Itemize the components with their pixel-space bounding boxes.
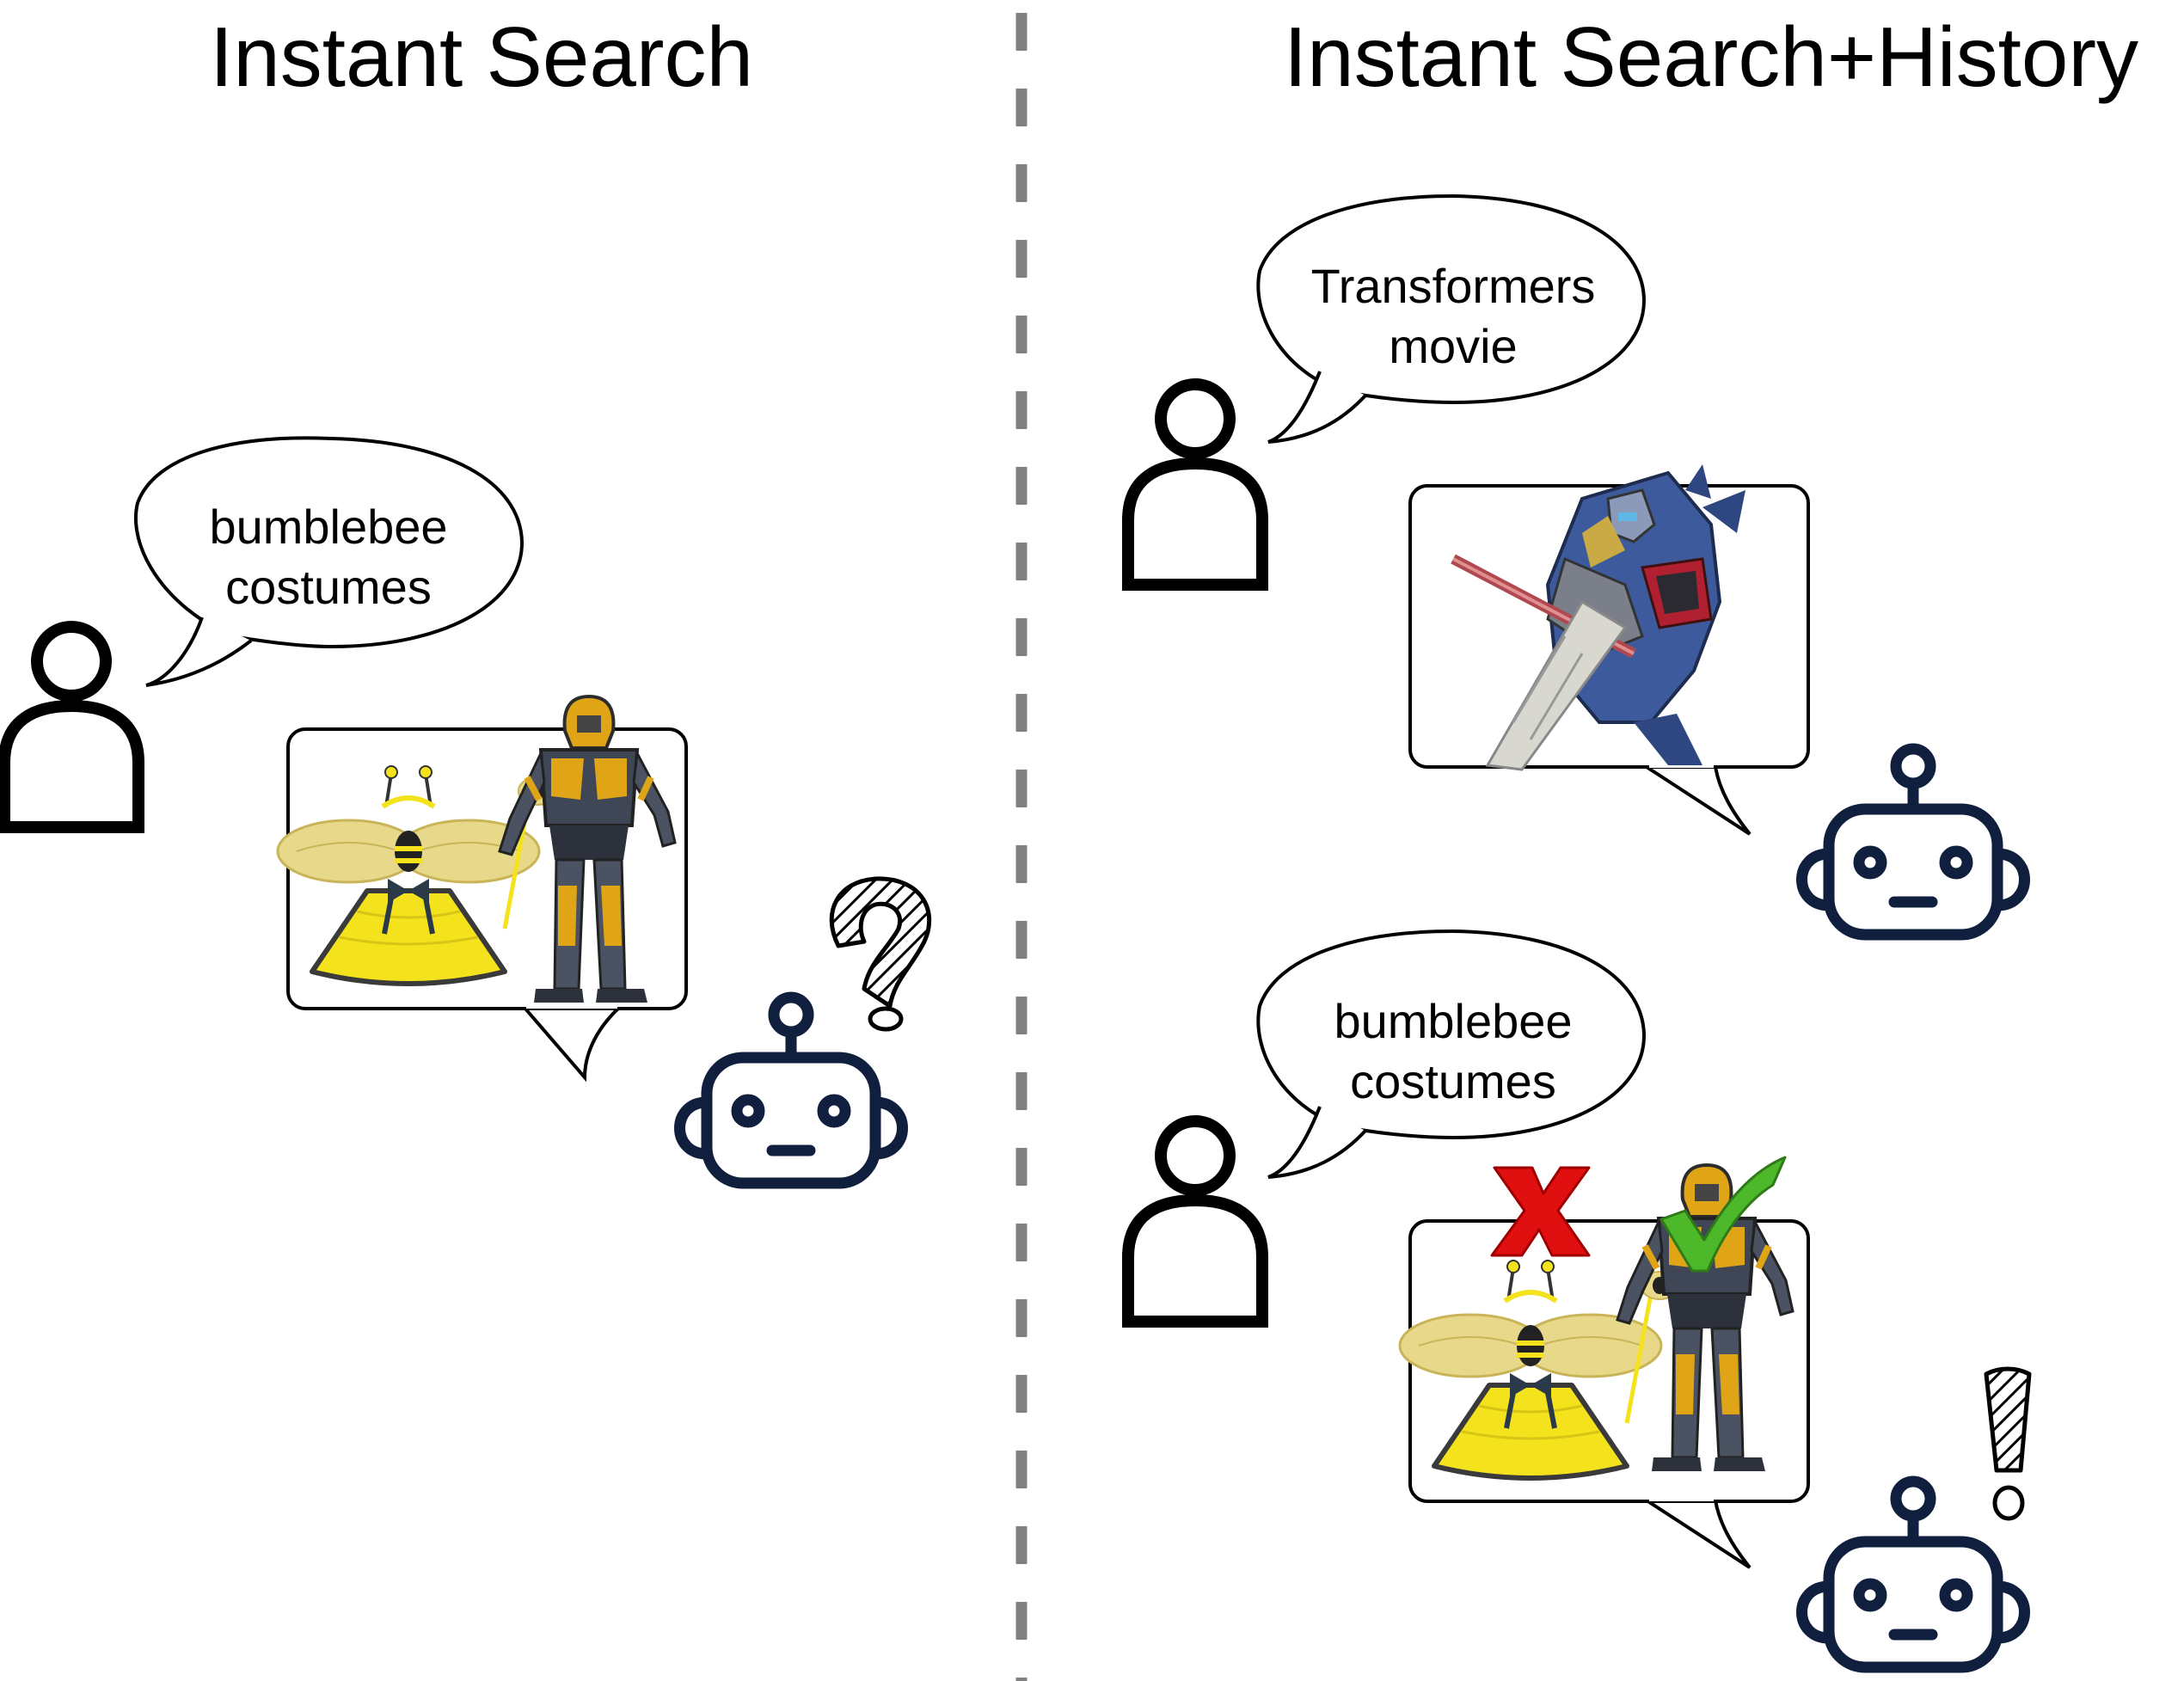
right-query-bubble: bumblebee costumes bbox=[1256, 929, 1647, 1179]
robot-icon bbox=[1802, 749, 2025, 935]
left-query-bubble: bumblebee costumes bbox=[134, 436, 525, 687]
user-icon bbox=[1128, 384, 1262, 585]
history-line2: movie bbox=[1389, 319, 1517, 373]
right-result-box bbox=[1400, 1165, 1810, 1569]
right-query-line1: bumblebee bbox=[1334, 994, 1572, 1048]
question-mark-icon bbox=[829, 876, 932, 1032]
history-result-box bbox=[1408, 464, 1810, 836]
history-line1: Transformers bbox=[1311, 259, 1596, 313]
cross-icon bbox=[1490, 1166, 1591, 1257]
exclamation-mark-icon bbox=[1984, 1366, 2032, 1521]
history-bubble: Transformers movie bbox=[1256, 193, 1647, 444]
user-icon bbox=[1128, 1121, 1262, 1322]
left-query-line1: bumblebee bbox=[209, 500, 447, 554]
right-query-line2: costumes bbox=[1350, 1054, 1556, 1108]
right-panel-title: Instant Search+History bbox=[1284, 9, 2138, 104]
robot-icon bbox=[680, 997, 903, 1183]
left-result-box bbox=[278, 696, 688, 1083]
robot-icon bbox=[1802, 1482, 2025, 1667]
user-icon bbox=[4, 627, 138, 827]
left-query-line2: costumes bbox=[225, 560, 432, 614]
left-panel-title: Instant Search bbox=[210, 9, 753, 104]
